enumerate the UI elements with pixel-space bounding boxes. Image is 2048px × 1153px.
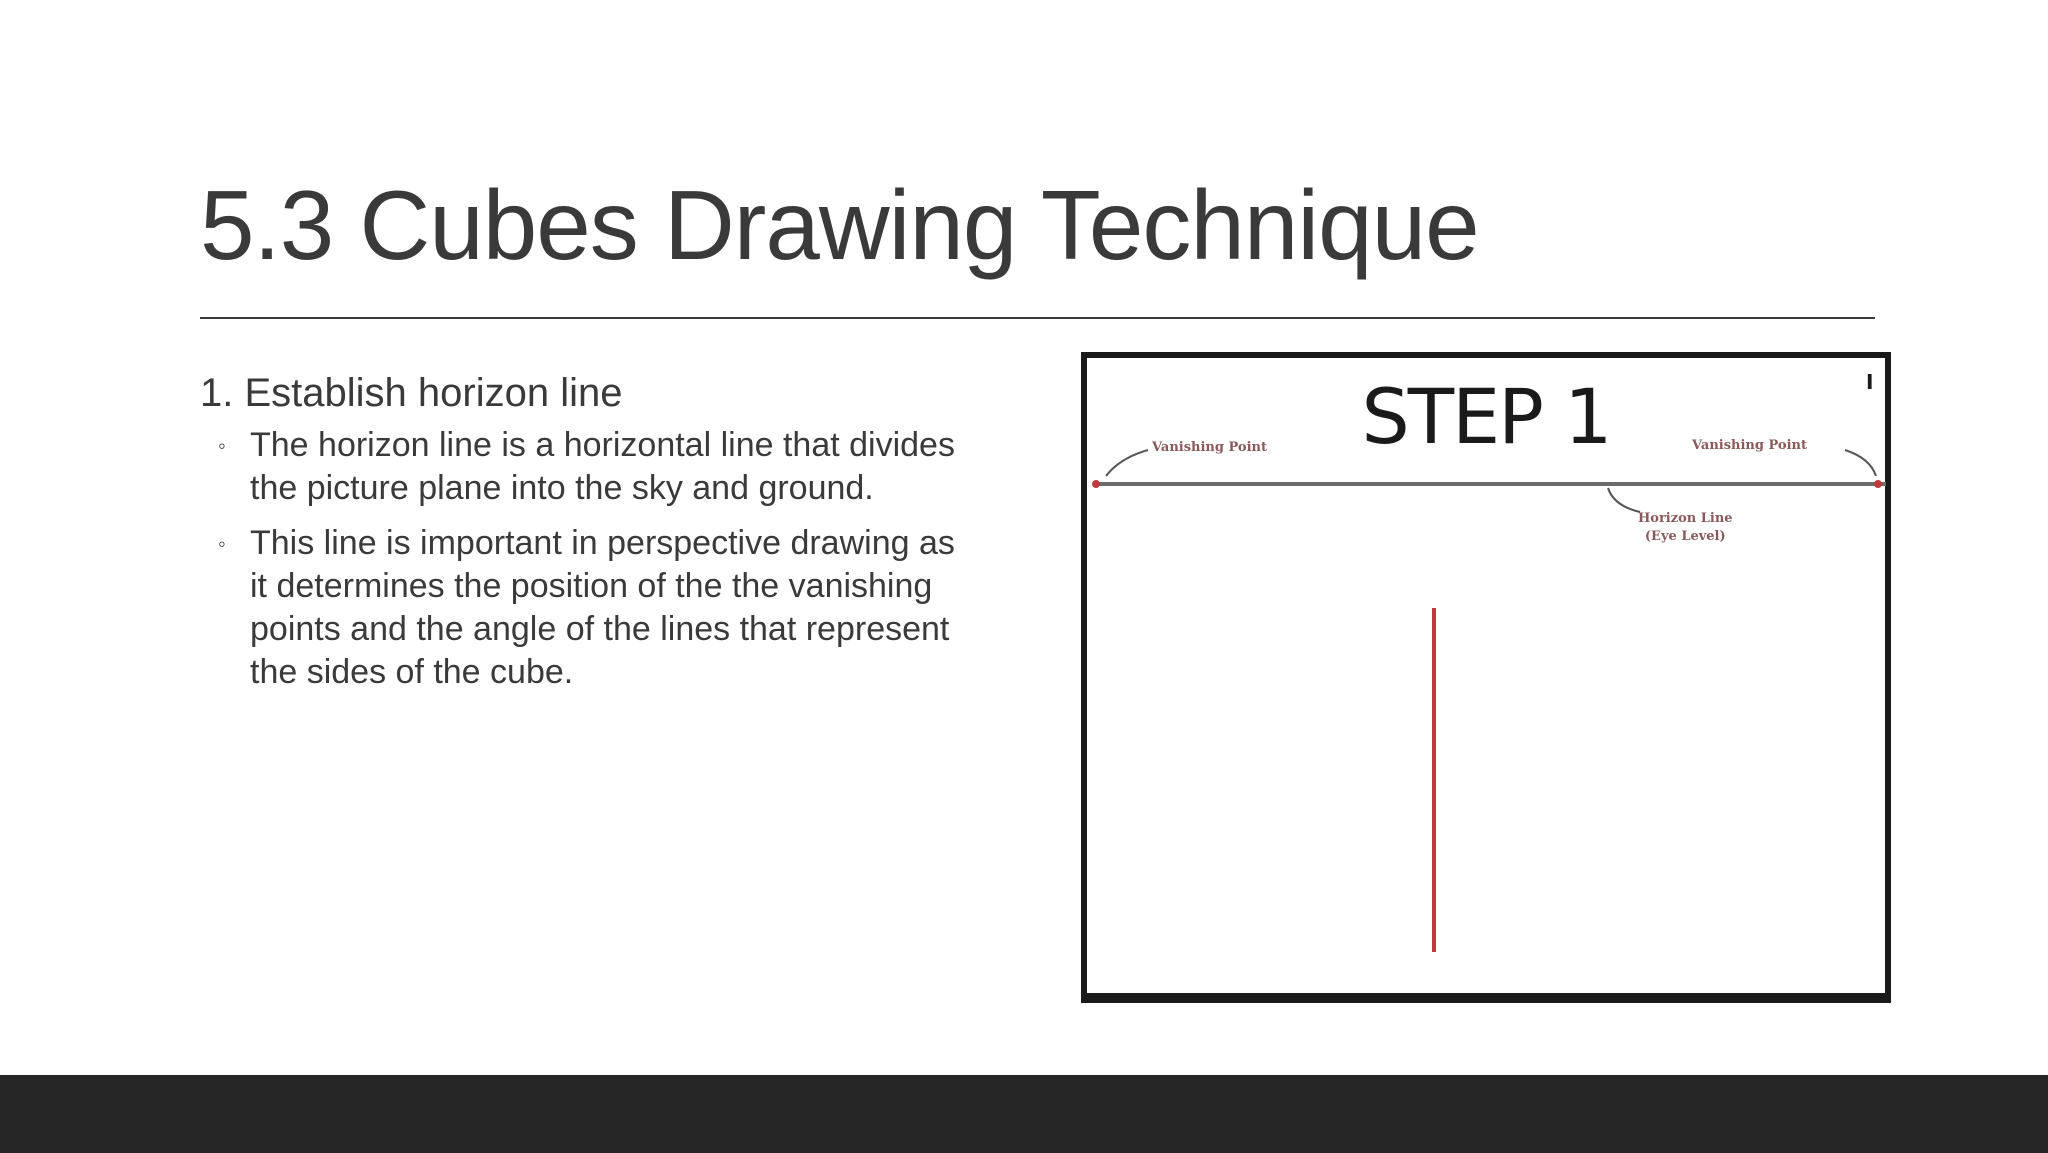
bullet-circle-icon: ◦ bbox=[218, 531, 226, 556]
horizon-label-line2: (Eye Level) bbox=[1644, 529, 1726, 544]
step-heading: STEP 1 bbox=[1361, 372, 1612, 461]
vp-left-pointer bbox=[1105, 449, 1149, 477]
page-marker: I bbox=[1866, 370, 1874, 394]
vanishing-point-left-label: Vanishing Point bbox=[1152, 440, 1267, 455]
bullet-item: ◦ The horizon line is a horizontal line … bbox=[200, 424, 980, 510]
bullet-item: ◦ This line is important in perspective … bbox=[200, 522, 980, 694]
perspective-diagram bbox=[1081, 352, 1891, 1003]
footer-bar bbox=[0, 1075, 2048, 1153]
horizon-label-line1: Horizon Line bbox=[1638, 511, 1733, 526]
point-heading: 1. Establish horizon line bbox=[200, 371, 623, 415]
vanishing-point-right-dot bbox=[1874, 480, 1882, 488]
bullet-text: The horizon line is a horizontal line th… bbox=[250, 426, 955, 507]
vanishing-point-right-label: Vanishing Point bbox=[1692, 438, 1807, 453]
vanishing-point-left-dot bbox=[1092, 480, 1100, 488]
horizon-line-label: Horizon Line (Eye Level) bbox=[1638, 510, 1733, 546]
vp-right-pointer bbox=[1844, 449, 1877, 477]
slide-body: 1. Establish horizon line ◦ The horizon … bbox=[200, 368, 980, 706]
bullet-list: ◦ The horizon line is a horizontal line … bbox=[200, 424, 980, 694]
bullet-circle-icon: ◦ bbox=[218, 433, 226, 458]
title-divider bbox=[200, 317, 1875, 319]
step-1-figure: STEP 1 Vanishing Point Vanishing Point H… bbox=[1080, 350, 1892, 1010]
horizon-pointer bbox=[1607, 487, 1641, 513]
figure-frame bbox=[1081, 352, 1891, 1003]
bullet-text: This line is important in perspective dr… bbox=[250, 524, 955, 691]
slide-title: 5.3 Cubes Drawing Technique bbox=[200, 170, 1480, 280]
